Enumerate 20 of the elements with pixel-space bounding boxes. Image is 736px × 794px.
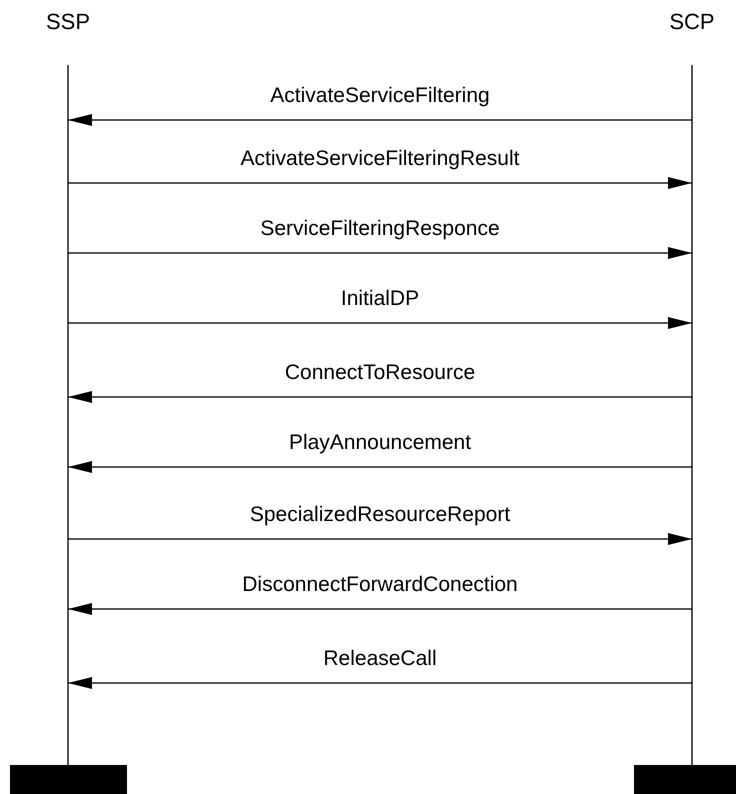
message-label: InitialDP — [340, 287, 420, 311]
message-arrow — [68, 114, 692, 126]
participant-label: SCP — [668, 8, 716, 36]
message-arrow — [68, 461, 692, 473]
message-arrow — [68, 603, 692, 615]
participant-label: SSP — [44, 8, 92, 36]
message-label: ConnectToResource — [284, 361, 476, 385]
message-arrow — [68, 317, 692, 329]
message-label: SpecializedResourceReport — [250, 503, 510, 527]
message-label: ActivateServiceFilteringResult — [240, 147, 520, 171]
message-arrow — [68, 247, 692, 259]
message-label: ServiceFilteringResponce — [260, 217, 500, 241]
message-arrow — [68, 677, 692, 689]
message-arrow — [68, 391, 692, 403]
message-label: PlayAnnouncement — [288, 431, 472, 455]
message-label: DisconnectForwardConection — [242, 573, 518, 597]
message-label: ReleaseCall — [323, 647, 437, 671]
message-arrow — [68, 177, 692, 189]
message-arrow — [68, 533, 692, 545]
message-label: ActivateServiceFiltering — [270, 84, 490, 108]
